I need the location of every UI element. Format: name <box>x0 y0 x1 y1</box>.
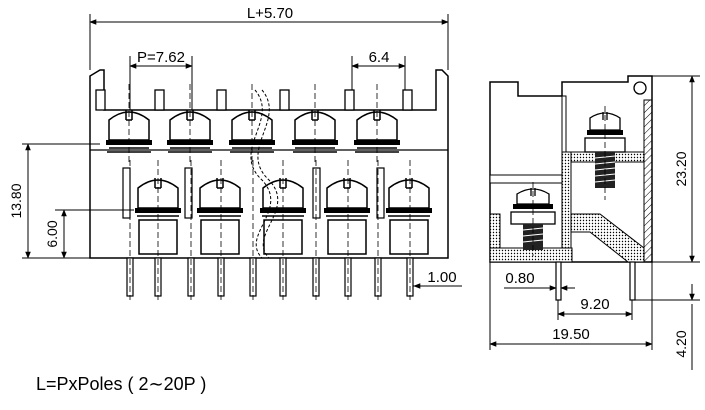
total-height-label: 13.80 <box>8 183 24 218</box>
lower-screw <box>510 182 556 256</box>
pole-formula: L=PxPoles ( 2∼20P ) <box>36 374 207 394</box>
lower-height-label: 6.00 <box>44 220 60 247</box>
upper-screw <box>584 106 626 200</box>
height-label: 23.20 <box>673 151 689 186</box>
front-view: L+5.70 P=7.62 6.4 <box>8 5 462 300</box>
depth-label: 19.50 <box>552 326 590 343</box>
pin-thickness-label: 0.80 <box>505 270 534 287</box>
overall-length-label: L+5.70 <box>247 5 293 22</box>
pin-length-label: 4.20 <box>673 330 689 357</box>
pin-width-label: 1.00 <box>427 269 456 286</box>
offset-label: 6.4 <box>369 49 390 66</box>
pitch-label: P=7.62 <box>137 49 185 66</box>
pin-spacing-label: 9.20 <box>580 296 609 313</box>
side-view: 0.80 9.20 19.50 23.20 4.20 <box>489 75 700 370</box>
